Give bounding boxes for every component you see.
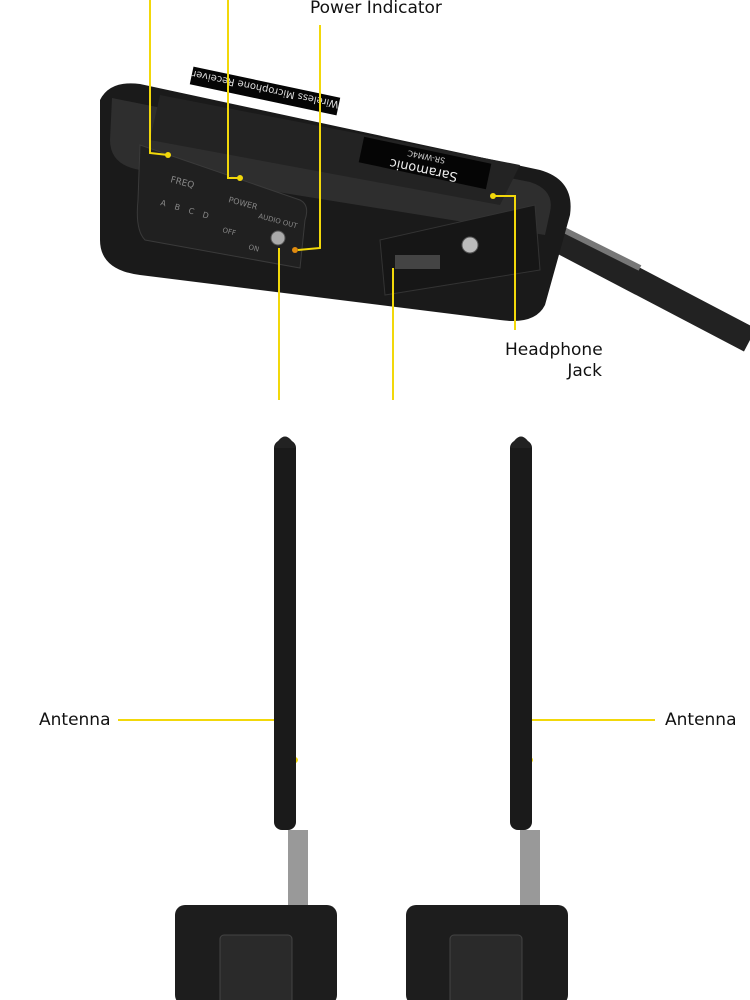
antenna-label-right: Antenna: [665, 710, 737, 730]
svg-text:OFF: OFF: [221, 226, 236, 237]
receiver-device: Wireless Microphone Receiver Saramonic S…: [100, 66, 571, 321]
transmitter-right: [406, 436, 568, 1000]
transmitter-left: [175, 436, 337, 1000]
svg-text:D: D: [201, 210, 209, 220]
volume-wheel: [395, 255, 440, 269]
power-led: [292, 247, 298, 253]
headphone-jack-label: Headphone Jack: [505, 340, 603, 381]
audio-out-jack: [270, 230, 286, 246]
cable: [533, 218, 750, 352]
antenna-label-left: Antenna: [39, 710, 111, 730]
headphone-jack: [461, 236, 479, 254]
svg-text:C: C: [187, 206, 195, 216]
svg-text:B: B: [173, 202, 181, 212]
svg-text:A: A: [159, 198, 167, 208]
svg-text:ON: ON: [247, 243, 259, 254]
power-indicator-label: Power Indicator: [310, 0, 442, 18]
